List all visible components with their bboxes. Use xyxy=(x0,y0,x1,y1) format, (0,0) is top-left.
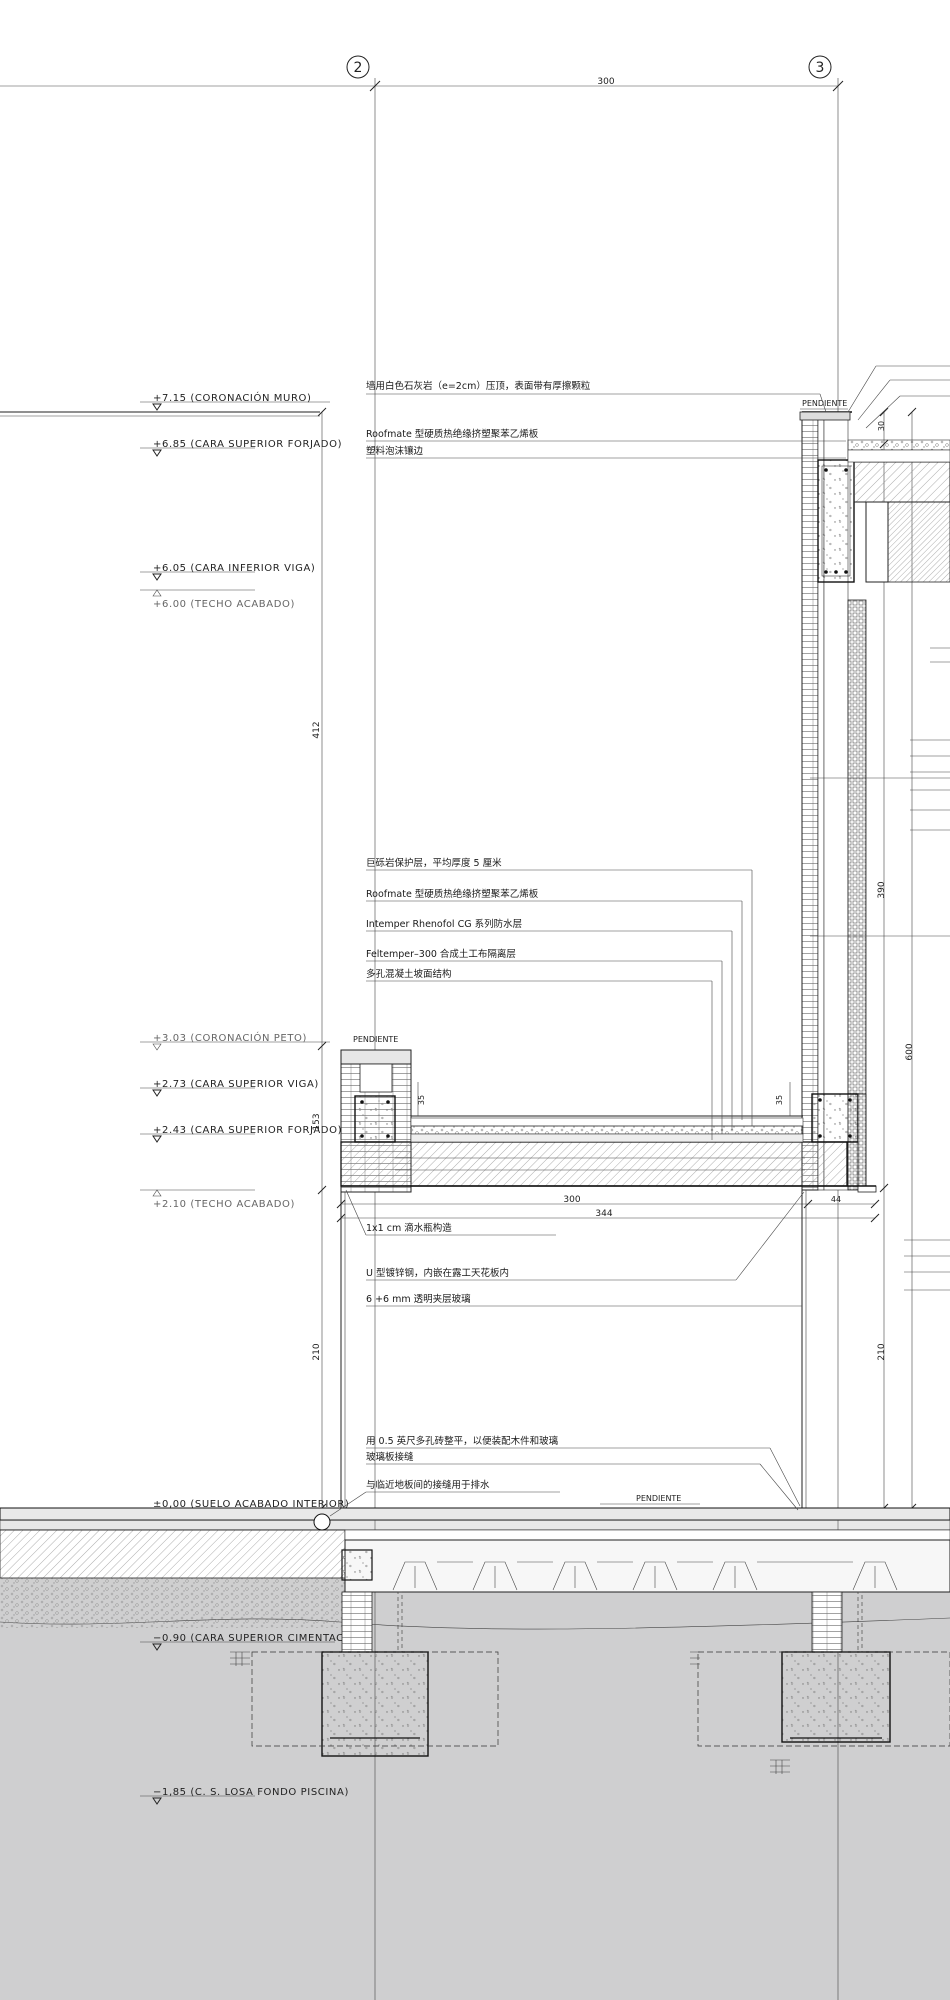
grid-axis-2-label: 2 xyxy=(354,60,363,76)
note-geotextile: Feltemper–300 合成土工布隔离层 xyxy=(366,948,516,960)
dim-344: 344 xyxy=(595,1209,612,1219)
level-label-715: +7.15 (CORONACIÓN MURO) xyxy=(153,391,311,404)
note-glass-joint: 玻璃板接缝 xyxy=(366,1451,414,1463)
level-label-600: +6.00 (TECHO ACABADO) xyxy=(153,599,295,610)
level-label-605: +6.05 (CARA INFERIOR VIGA) xyxy=(153,563,315,574)
dim-600: 600 xyxy=(905,1043,915,1060)
note-waterproofing: Intemper Rhenofol CG 系列防水层 xyxy=(366,918,522,930)
right-side-leaders xyxy=(810,365,950,1291)
dim-30: 30 xyxy=(877,421,886,431)
level-markers: +7.15 (CORONACIÓN MURO) +6.85 (CARA SUPE… xyxy=(140,391,368,1805)
dim-300-bottom: 300 xyxy=(563,1195,580,1205)
note-leveling-brick: 用 0.5 英尺多孔砖整平，以便装配木件和玻璃 xyxy=(366,1435,558,1447)
level-label-303: +3.03 (CORONACIÓN PETO) xyxy=(153,1031,307,1044)
dim-210-right: 210 xyxy=(877,1343,887,1360)
level-label-273: +2.73 (CARA SUPERIOR VIGA) xyxy=(153,1079,319,1090)
dim-390: 390 xyxy=(877,881,887,898)
dim-210-left: 210 xyxy=(312,1343,322,1360)
note-coping: 墙用白色石灰岩（e=2cm）压顶，表面带有厚擦颗粒 xyxy=(366,380,591,392)
note-foam-edge: 塑料泡沫镶边 xyxy=(366,445,424,457)
glass-wall xyxy=(340,1190,807,1508)
note-drain-joint: 与临近地板间的接缝用于排水 xyxy=(366,1479,490,1491)
dim-44: 44 xyxy=(831,1195,841,1204)
dim-35-left: 35 xyxy=(417,1095,426,1105)
dim-axis-2-3: 300 xyxy=(597,77,614,87)
level-label-minus090: −0.90 (CARA SUPERIOR CIMENTACIÓN) xyxy=(153,1631,368,1644)
vertical-dimensions-left: 412 153 210 xyxy=(312,407,327,1520)
ground-area xyxy=(0,1578,950,2000)
level-label-210: +2.10 (TECHO ACABADO) xyxy=(153,1199,295,1210)
floor-slab: PENDIENTE xyxy=(0,1494,950,1628)
canopy-horizontal-dimensions: 300 44 344 xyxy=(336,1195,880,1223)
dim-35-right: 35 xyxy=(775,1095,784,1105)
dim-412: 412 xyxy=(312,721,322,738)
pendiente-mid-label: PENDIENTE xyxy=(353,1035,398,1044)
level-label-685: +6.85 (CARA SUPERIOR FORJADO) xyxy=(153,439,342,450)
upper-roof-edge: PENDIENTE xyxy=(0,399,848,417)
note-roofmate-upper: Roofmate 型硬质热绝缘挤塑聚苯乙烯板 xyxy=(366,428,539,440)
vertical-dimensions-right: 30 55 390 210 600 xyxy=(877,407,917,1513)
level-label-minus185: −1,85 (C. S. LOSA FONDO PISCINA) xyxy=(153,1787,349,1798)
pendiente-floor-label: PENDIENTE xyxy=(636,1494,681,1503)
note-laminated-glass: 6 +6 mm 透明夹层玻璃 xyxy=(366,1293,471,1305)
lower-canopy: PENDIENTE 35 35 xyxy=(340,1035,877,1193)
note-gravel-protection: 巨砾岩保护层，平均厚度 5 厘米 xyxy=(366,857,502,869)
foundations xyxy=(230,1591,950,1774)
level-label-000: ±0,00 (SUELO ACABADO INTERIOR) xyxy=(153,1499,349,1510)
grid-axis-3-label: 3 xyxy=(816,60,825,76)
pendiente-top-label: PENDIENTE xyxy=(802,399,847,408)
right-wall xyxy=(799,411,950,1191)
annotations: 墙用白色石灰岩（e=2cm）压顶，表面带有厚擦颗粒 Roofmate 型硬质热绝… xyxy=(329,380,846,1517)
note-u-steel: U 型镀锌钢，内嵌在露工天花板内 xyxy=(366,1267,509,1279)
note-porous-concrete: 多孔混凝土坡面结构 xyxy=(366,968,452,980)
note-roofmate-lower: Roofmate 型硬质热绝缘挤塑聚苯乙烯板 xyxy=(366,888,539,900)
dim-153: 153 xyxy=(312,1113,322,1130)
level-label-243: +2.43 (CARA SUPERIOR FORJADO) xyxy=(153,1125,342,1136)
note-drip: 1x1 cm 滴水瓶构造 xyxy=(366,1222,452,1234)
